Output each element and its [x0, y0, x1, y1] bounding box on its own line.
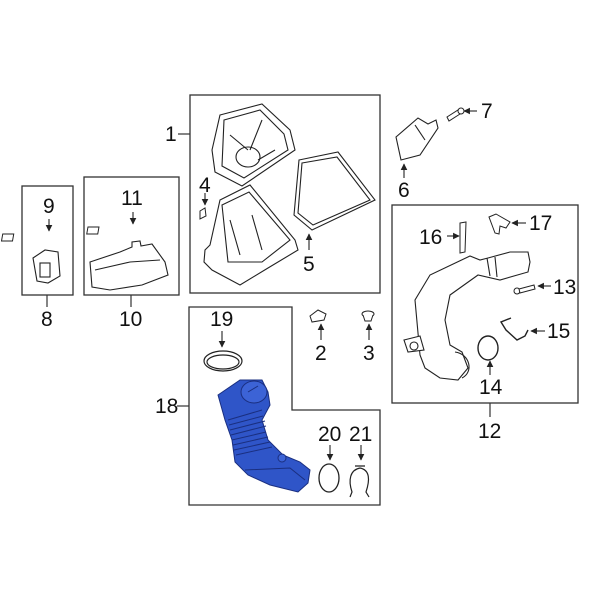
callout-15[interactable]: 15 [547, 320, 571, 343]
callout-19[interactable]: 19 [210, 308, 234, 331]
callout-14[interactable]: 14 [479, 376, 503, 399]
maf-sensor-icon [395, 117, 439, 161]
clamp-19-icon [203, 350, 243, 372]
callout-17[interactable]: 17 [529, 212, 553, 235]
callout-2[interactable]: 2 [315, 342, 327, 365]
grommet-3-icon [361, 310, 375, 322]
screw-7-icon [446, 107, 465, 122]
callout-21[interactable]: 21 [349, 423, 373, 446]
callout-18[interactable]: 18 [155, 395, 179, 418]
callout-13[interactable]: 13 [553, 276, 577, 299]
callout-4[interactable]: 4 [199, 174, 211, 197]
callout-9[interactable]: 9 [43, 195, 55, 218]
box-intake-tube-12 [391, 204, 579, 404]
bolt-13-icon [513, 284, 536, 295]
hose-15-icon [499, 317, 529, 341]
clip-4-icon [199, 207, 207, 220]
callout-5[interactable]: 5 [303, 253, 315, 276]
nut-11-icon [86, 226, 100, 235]
callout-10[interactable]: 10 [119, 308, 143, 331]
air-intake-hose-icon [217, 379, 311, 493]
callout-3[interactable]: 3 [363, 342, 375, 365]
seal-20-icon [318, 463, 340, 493]
seal-14-icon [477, 335, 499, 361]
clamp-21-icon [349, 465, 370, 498]
intake-tube-icon [403, 251, 531, 381]
sensor-16-icon [459, 221, 467, 254]
callout-16[interactable]: 16 [419, 226, 443, 249]
air-cleaner-cover-icon [211, 103, 296, 187]
box-intake-hose-18 [188, 306, 381, 506]
intake-duct-10-icon [89, 240, 169, 291]
box-air-cleaner [189, 94, 381, 294]
sensor-17-icon [488, 213, 511, 235]
callout-7[interactable]: 7 [481, 100, 493, 123]
callout-6[interactable]: 6 [398, 179, 410, 202]
bracket-8-icon [32, 249, 61, 284]
air-filter-icon [293, 151, 376, 231]
air-cleaner-housing-icon [203, 184, 299, 286]
clip-2-icon [309, 309, 327, 323]
callout-12[interactable]: 12 [478, 420, 502, 443]
callout-8[interactable]: 8 [41, 308, 53, 331]
nut-9-icon [0, 233, 15, 242]
callout-1[interactable]: 1 [165, 123, 177, 146]
callout-20[interactable]: 20 [318, 423, 342, 446]
callout-11[interactable]: 11 [121, 187, 143, 210]
